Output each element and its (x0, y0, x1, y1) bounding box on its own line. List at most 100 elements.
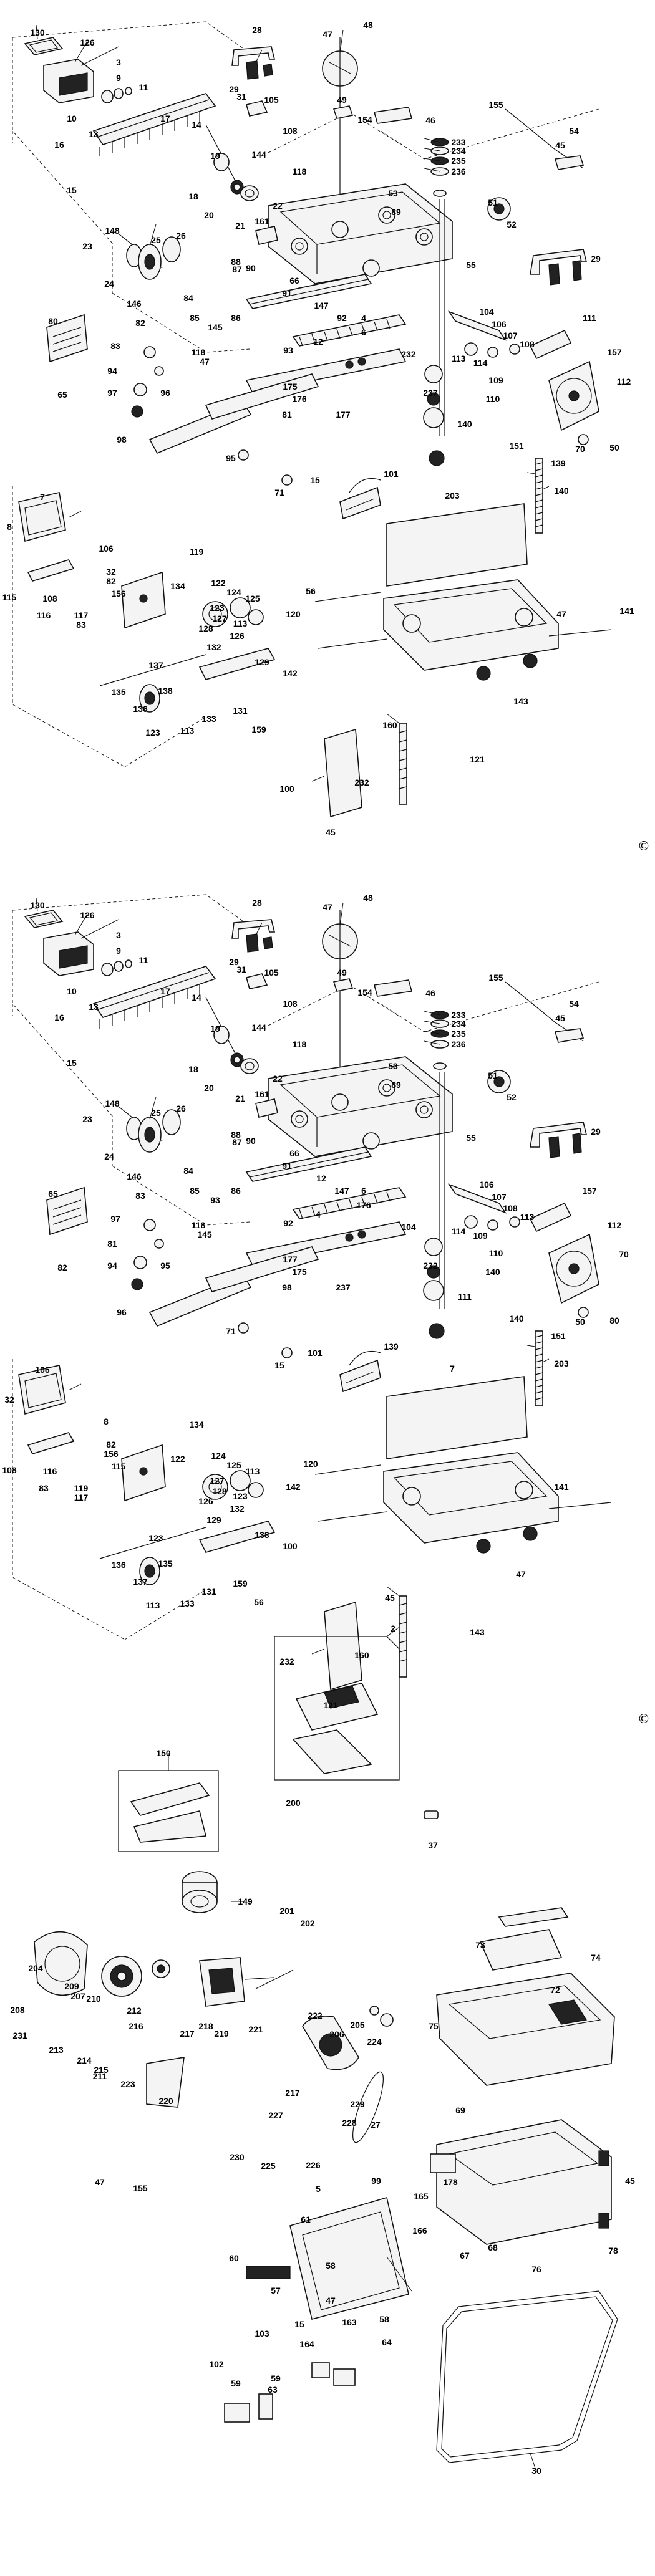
part-number-label: 47 (200, 357, 210, 367)
part-number-label: 234 (451, 1019, 466, 1029)
part-number-label: 113 (145, 1600, 160, 1610)
part-number-label: 139 (384, 1342, 399, 1352)
part-number-label: 92 (283, 1218, 293, 1228)
part-number-label: 161 (255, 216, 269, 226)
part-number-label: 136 (133, 704, 148, 714)
part-number-label: 217 (285, 2088, 300, 2098)
part-number-label: 143 (470, 1627, 485, 1637)
part-number-label: 81 (107, 1239, 117, 1249)
part-number-label: 2 (391, 1623, 395, 1633)
part-number-label: 100 (283, 1541, 298, 1551)
part-number-label: 89 (391, 207, 401, 217)
part-number-label: 135 (158, 1559, 173, 1569)
part-number-label: 215 (94, 2065, 109, 2075)
part-number-label: 160 (382, 720, 397, 730)
part-number-label: 204 (28, 1963, 43, 1973)
part-number-label: 46 (425, 115, 435, 125)
part-number-label: 124 (211, 1451, 226, 1461)
part-number-label: 11 (138, 82, 148, 92)
part-number-label: 103 (255, 2328, 269, 2338)
part-number-label: 45 (625, 2176, 635, 2186)
part-number-label: 115 (111, 1461, 126, 1471)
part-number-label: 51 (488, 1070, 498, 1080)
part-number-label: 118 (292, 166, 307, 176)
part-number-label: 108 (2, 1465, 17, 1475)
part-number-label: 145 (197, 1229, 212, 1239)
part-number-label: 91 (282, 288, 292, 298)
part-number-label: 24 (104, 1151, 114, 1161)
part-number-label: 132 (206, 642, 221, 652)
part-number-label: 116 (42, 1466, 57, 1476)
part-number-label: 29 (591, 1127, 601, 1137)
part-number-label: 145 (208, 322, 223, 332)
part-number-label: 65 (57, 390, 67, 400)
part-number-label: 3 (116, 930, 121, 940)
part-number-label: 71 (226, 1326, 236, 1336)
part-number-label: 141 (619, 606, 634, 616)
part-number-label: 126 (230, 631, 245, 641)
part-number-label: 214 (77, 2055, 92, 2065)
part-number-label: 7 (450, 1363, 455, 1373)
part-number-label: 93 (210, 1195, 220, 1205)
part-number-label: 37 (428, 1840, 438, 1850)
part-number-label: 58 (379, 2314, 389, 2324)
part-number-label: 71 (274, 488, 284, 497)
part-number-label: 95 (226, 453, 236, 463)
part-number-label: 211 (92, 2071, 107, 2081)
part-number-label: 112 (607, 1220, 622, 1230)
part-number-label: 110 (488, 1248, 503, 1258)
part-number-label: 109 (488, 375, 503, 385)
part-number-label: 83 (135, 1191, 145, 1201)
part-number-label: 125 (226, 1460, 241, 1470)
part-number-label: 133 (180, 1598, 195, 1608)
part-number-label: 98 (282, 1282, 292, 1292)
part-number-label: 213 (49, 2045, 64, 2055)
part-number-label: 78 (608, 2246, 618, 2256)
part-number-label: 88 (231, 257, 241, 267)
part-number-label: 123 (210, 603, 225, 613)
part-number-label: 108 (283, 999, 298, 1009)
part-number-label: 25 (151, 235, 161, 245)
part-number-label: 105 (264, 968, 279, 978)
part-number-label: 14 (192, 120, 201, 130)
part-number-label: 45 (555, 1013, 565, 1023)
part-number-label: 208 (10, 2005, 25, 2015)
part-number-label: 45 (555, 140, 565, 150)
part-number-label: 144 (251, 1022, 266, 1032)
part-number-label: 68 (488, 2242, 498, 2252)
part-number-label: 52 (507, 219, 517, 229)
part-number-label: 85 (190, 1186, 200, 1196)
part-number-label: 129 (255, 657, 269, 667)
part-number-label: 108 (283, 126, 298, 136)
part-number-label: 9 (116, 946, 121, 956)
part-number-label: 148 (105, 226, 120, 236)
part-number-label: 143 (513, 696, 528, 706)
part-number-label: 14 (192, 992, 201, 1002)
part-number-label: 235 (451, 156, 466, 166)
part-number-label: 160 (354, 1650, 369, 1660)
part-number-label: 222 (308, 2011, 323, 2021)
part-number-label: 110 (485, 394, 500, 404)
part-number-label: 203 (554, 1358, 569, 1368)
part-number-label: 63 (268, 2385, 278, 2395)
part-number-label: 161 (255, 1089, 269, 1099)
part-number-label: 150 (156, 1748, 171, 1758)
part-number-label: 142 (286, 1482, 301, 1492)
part-number-label: 113 (180, 726, 195, 736)
part-number-label: 32 (106, 567, 116, 577)
part-number-label: 12 (313, 337, 323, 347)
part-number-label: 74 (591, 1953, 601, 1963)
part-number-label: 26 (176, 231, 186, 241)
part-number-label: 13 (89, 1002, 99, 1012)
part-number-label: 87 (232, 264, 242, 274)
part-number-label: 212 (127, 2006, 142, 2016)
part-number-label: 94 (107, 366, 117, 376)
part-number-label: 118 (191, 1220, 206, 1230)
part-number-label: 177 (336, 410, 351, 420)
part-number-label: 228 (342, 2118, 357, 2128)
part-number-label: 130 (30, 900, 45, 910)
part-number-label: 82 (135, 318, 145, 328)
part-number-label: 230 (230, 2152, 245, 2162)
part-number-label: 232 (423, 1261, 438, 1271)
part-number-label: 231 (12, 2031, 27, 2040)
